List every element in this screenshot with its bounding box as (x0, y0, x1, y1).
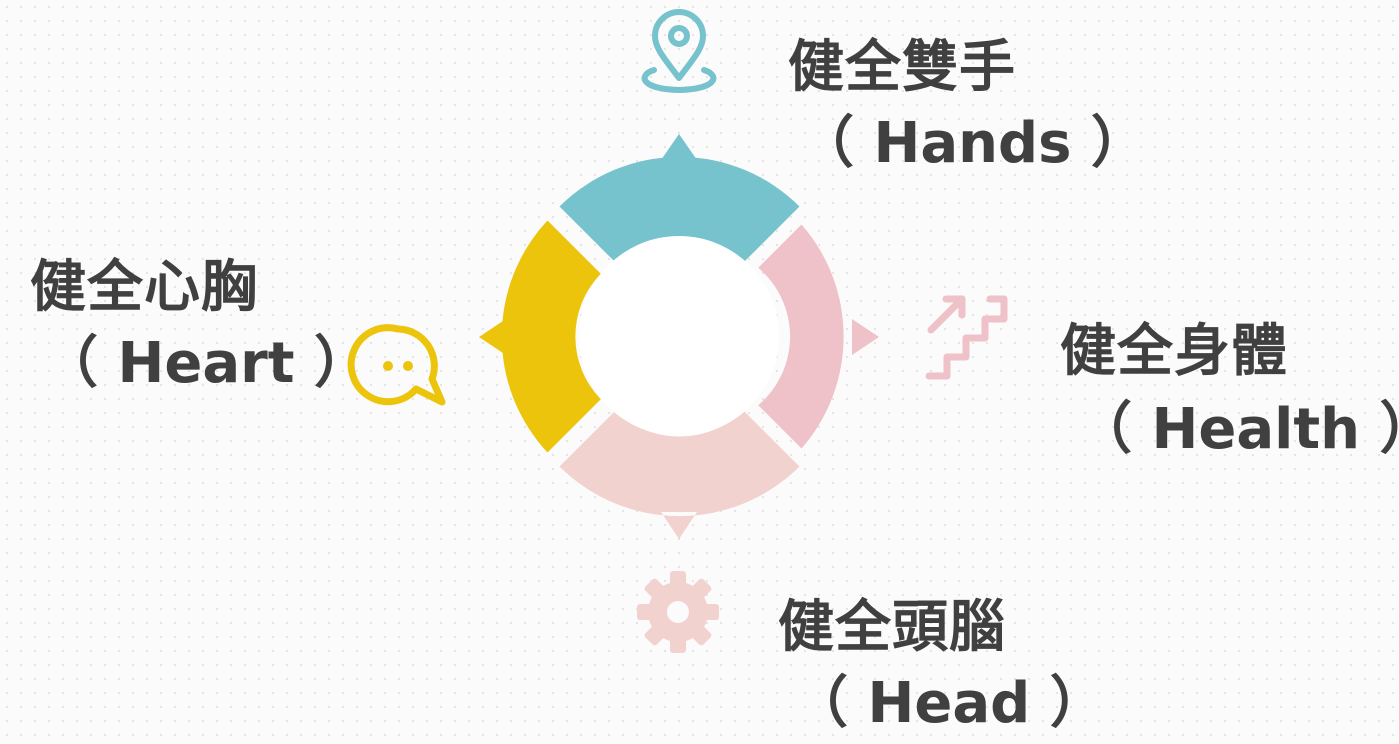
segment-heart (479, 220, 601, 453)
label-health-title: 健全身體 (1060, 319, 1288, 384)
chat-bubble-icon (347, 324, 446, 406)
segment-health (758, 224, 879, 449)
center-hub (579, 236, 779, 436)
label-heart: 健全心胸 （ Heart ） (30, 254, 370, 398)
segment-hands (559, 134, 800, 263)
label-hands-sub: （ Hands ） (798, 111, 1147, 176)
label-head-title: 健全頭腦 (778, 595, 1006, 660)
label-health-sub: （ Health ） (1076, 397, 1399, 462)
label-head-sub: （ Head ） (792, 671, 1106, 736)
label-hands: 健全雙手 （ Hands ） (788, 34, 1147, 178)
label-hands-title: 健全雙手 (788, 35, 1016, 100)
label-heart-sub: （ Heart ） (42, 331, 371, 396)
label-head: 健全頭腦 （ Head ） (778, 594, 1106, 738)
segment-head (559, 410, 800, 539)
label-heart-title: 健全心胸 (30, 255, 258, 320)
label-health: 健全身體 （ Health ） (1060, 318, 1399, 464)
stairs-arrow-icon (925, 295, 1008, 380)
gear-icon (637, 571, 719, 653)
location-pin-icon (641, 9, 717, 93)
